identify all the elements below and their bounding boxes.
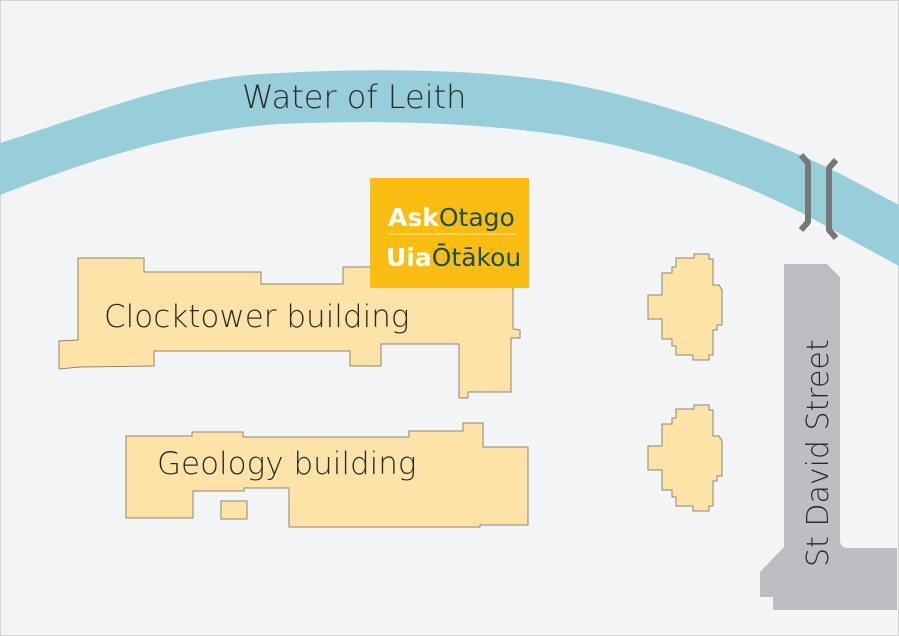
street-label: St David Street	[801, 339, 836, 567]
logo-line2: UiaŌtākou	[386, 243, 521, 272]
bridge-icon	[798, 153, 839, 240]
logo-background	[370, 178, 529, 288]
small-building-north[interactable]	[647, 253, 723, 361]
small-building-south[interactable]	[647, 404, 723, 512]
logo-line1: AskOtago	[388, 203, 515, 232]
geology-annex	[220, 500, 248, 520]
clocktower-building[interactable]	[58, 257, 521, 399]
river-water-of-leith	[0, 70, 899, 267]
clocktower-label: Clocktower building	[104, 299, 409, 335]
river-label: Water of Leith	[242, 78, 466, 116]
geology-label: Geology building	[157, 446, 417, 482]
street-st-david	[760, 264, 897, 610]
askotago-logo[interactable]: AskOtago UiaŌtākou	[370, 178, 529, 288]
geology-building[interactable]	[125, 422, 529, 528]
